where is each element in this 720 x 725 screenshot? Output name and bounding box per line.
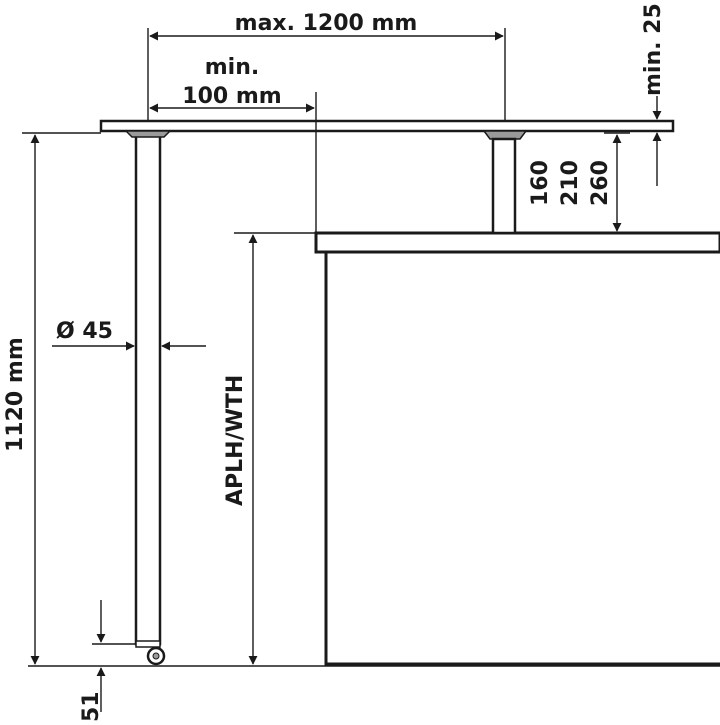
leg-foot-base — [135, 640, 161, 648]
worktop-height-label: APLH/WTH — [223, 375, 248, 506]
bar-top — [99, 119, 675, 133]
min-overhang-label-line2: 100 mm — [182, 84, 281, 109]
left-leg — [134, 132, 162, 646]
height-label-210: 210 — [558, 160, 583, 206]
worktop — [314, 231, 720, 254]
height-label-160: 160 — [528, 160, 553, 206]
height-label-260: 260 — [588, 160, 613, 206]
min-overhang-label-line1: min. — [205, 55, 259, 80]
left-leg-bracket — [124, 130, 172, 138]
max-width-label: max. 1200 mm — [235, 11, 418, 36]
diameter-label: Ø 45 — [56, 319, 113, 344]
foot-height-label: 51 — [79, 691, 104, 722]
leg-castor-hub — [152, 652, 160, 660]
min-gap-label: min. 25 — [641, 3, 666, 96]
total-height-label: 1120 mm — [3, 337, 28, 452]
right-support — [491, 137, 517, 235]
right-support-bracket — [482, 130, 528, 140]
